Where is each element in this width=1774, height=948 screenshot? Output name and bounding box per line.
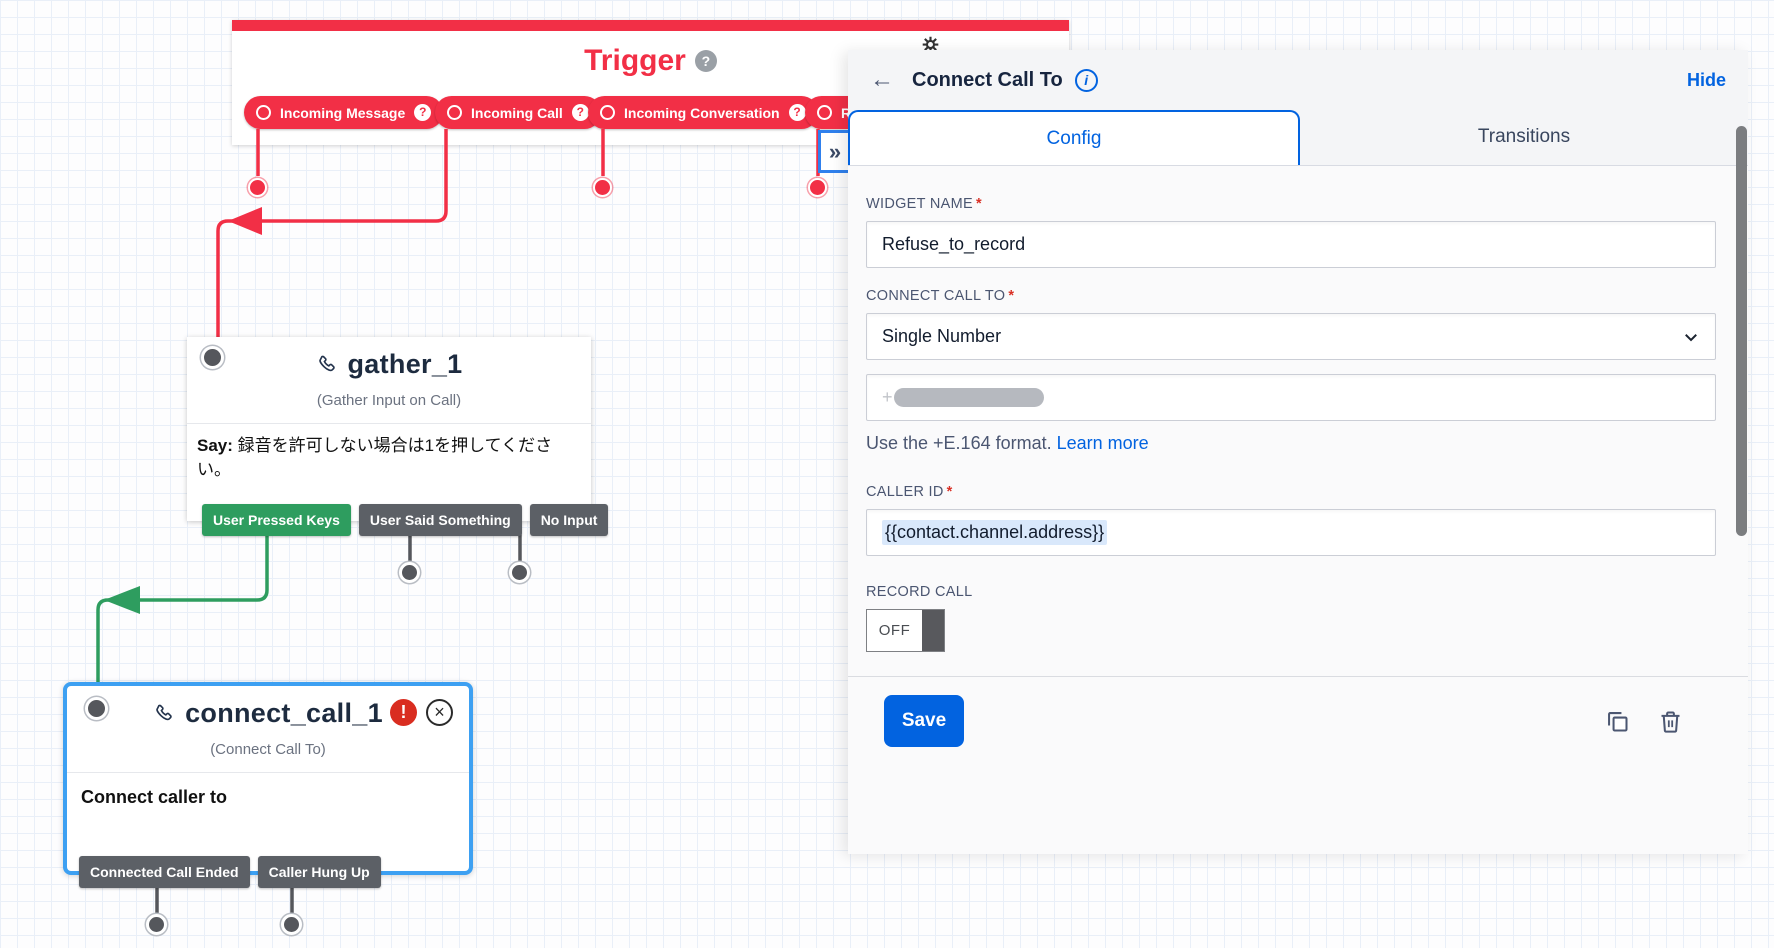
pill-label: Incoming Message <box>280 104 406 121</box>
widget-say-text: Say: 録音を許可しない場合は1を押してください。 <box>197 436 553 480</box>
transition-tag-user-pressed-keys[interactable]: User Pressed Keys <box>202 504 351 536</box>
widget-type-label: (Connect Call To) <box>210 741 326 758</box>
panel-scrollbar[interactable] <box>1736 126 1747 536</box>
error-icon[interactable]: ! <box>390 699 417 726</box>
transition-tag-user-said-something[interactable]: User Said Something <box>358 504 522 536</box>
record-call-label: RECORD CALL <box>866 584 973 600</box>
widget-body-text: Connect caller to <box>81 787 228 807</box>
phone-icon <box>156 704 172 720</box>
widget-type-label: (Gather Input on Call) <box>316 392 462 409</box>
trash-icon[interactable] <box>1657 708 1684 735</box>
liquid-token: {{contact.channel.address}} <box>882 520 1108 545</box>
help-icon[interactable]: ? <box>571 104 589 121</box>
caller-id-label: CALLER ID* <box>866 484 953 500</box>
toggle-state: OFF <box>878 622 911 639</box>
divider <box>187 423 591 424</box>
help-icon[interactable]: ? <box>788 104 806 121</box>
footer-divider <box>848 676 1748 677</box>
chevron-down-icon <box>1685 333 1697 341</box>
copy-icon[interactable] <box>1604 708 1631 735</box>
config-panel: ← Connect Call To i Hide Config Transiti… <box>848 50 1748 854</box>
panel-header: ← Connect Call To i Hide <box>848 50 1748 110</box>
help-icon[interactable]: ? <box>694 50 717 72</box>
trigger-pill-incoming-call[interactable]: Incoming Call ? <box>435 96 601 129</box>
widget-input-port[interactable] <box>85 697 108 720</box>
widget-input-port[interactable] <box>201 346 224 369</box>
phone-icon <box>318 355 335 371</box>
connect-call-to-label: CONNECT CALL TO* <box>866 288 1015 304</box>
divider <box>67 772 469 773</box>
phone-number-input[interactable]: + <box>866 374 1716 421</box>
connector-dot[interactable] <box>808 178 827 197</box>
record-call-toggle[interactable]: OFF <box>866 609 945 652</box>
learn-more-link[interactable]: Learn more <box>1056 433 1149 453</box>
trigger-title: Trigger <box>584 44 686 77</box>
panel-tabs: Config Transitions <box>848 110 1748 166</box>
panel-body: WIDGET NAME* Refuse_to_record CONNECT CA… <box>848 166 1748 854</box>
pill-label: Incoming Call <box>471 104 563 121</box>
radio-ring-icon <box>447 105 462 120</box>
transition-tag-caller-hung-up[interactable]: Caller Hung Up <box>257 856 381 888</box>
trigger-pill-incoming-message[interactable]: Incoming Message ? <box>244 96 444 129</box>
widget-name: gather_1 <box>347 349 463 379</box>
transition-tag-connected-call-ended[interactable]: Connected Call Ended <box>79 856 250 888</box>
trigger-top-bar <box>232 20 1069 31</box>
transition-tag-no-input[interactable]: No Input <box>529 504 609 536</box>
hide-link[interactable]: Hide <box>1686 69 1726 90</box>
tab-transitions[interactable]: Transitions <box>1477 126 1571 147</box>
toggle-handle[interactable] <box>922 610 944 651</box>
widget-name: connect_call_1 <box>185 698 383 728</box>
close-icon[interactable]: × <box>426 699 453 726</box>
panel-title: Connect Call To <box>912 68 1063 91</box>
help-icon[interactable]: ? <box>414 104 432 121</box>
connector-dot[interactable] <box>248 178 267 197</box>
trigger-pill-incoming-conversation[interactable]: Incoming Conversation ? <box>588 96 818 129</box>
connector-dot[interactable] <box>509 562 530 583</box>
gather-widget[interactable]: gather_1 (Gather Input on Call) Say: 録音を… <box>187 337 591 521</box>
connector-dot[interactable] <box>146 914 167 935</box>
connect-call-to-select[interactable]: Single Number <box>866 313 1716 360</box>
info-icon[interactable]: i <box>1074 68 1098 92</box>
connector-dot[interactable] <box>593 178 612 197</box>
connect-call-widget-selected[interactable]: connect_call_1 ! × (Connect Call To) Con… <box>63 682 473 875</box>
radio-ring-icon <box>600 105 615 120</box>
caller-id-input[interactable]: {{contact.channel.address}} <box>866 509 1716 556</box>
radio-ring-icon <box>256 105 271 120</box>
collapse-panel-button[interactable]: » <box>818 130 849 173</box>
phone-prefix: + <box>882 387 893 407</box>
widget-name-input[interactable]: Refuse_to_record <box>866 221 1716 268</box>
widget-name-label: WIDGET NAME* <box>866 196 982 212</box>
save-button[interactable]: Save <box>884 695 964 747</box>
tab-config[interactable]: Config <box>848 110 1300 165</box>
e164-help-text: Use the +E.164 format. Learn more <box>866 433 1149 453</box>
back-icon[interactable]: ← <box>870 66 894 93</box>
connector-dot[interactable] <box>399 562 420 583</box>
gear-icon[interactable] <box>922 36 939 58</box>
pill-label: Incoming Conversation <box>624 104 780 121</box>
radio-ring-icon <box>817 105 832 120</box>
redacted-phone-number <box>893 388 1044 407</box>
connector-dot[interactable] <box>281 914 302 935</box>
